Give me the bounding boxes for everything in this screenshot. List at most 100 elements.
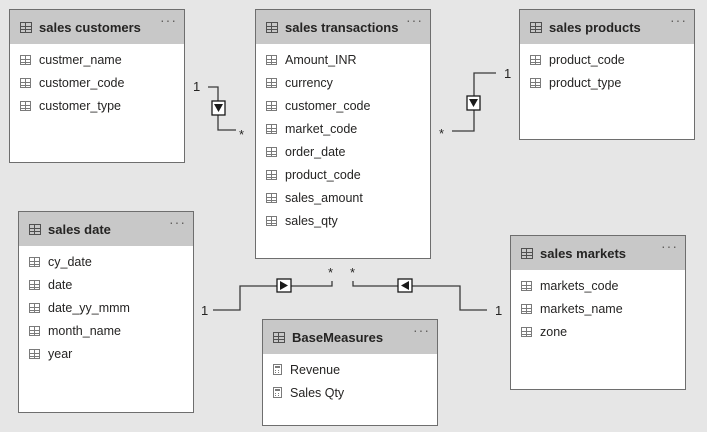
column-icon — [266, 77, 277, 88]
arrow-down-icon — [469, 99, 478, 107]
column-icon — [20, 100, 31, 111]
field-row[interactable]: custmer_name — [10, 48, 184, 71]
field-row[interactable]: sales_amount — [256, 186, 430, 209]
field-row[interactable]: sales_qty — [256, 209, 430, 232]
table-header[interactable]: sales customers ··· — [10, 10, 184, 44]
field-row[interactable]: market_code — [256, 117, 430, 140]
field-label: product_type — [549, 75, 622, 90]
table-card-sales-products[interactable]: sales products ··· product_code product_… — [519, 9, 695, 140]
cardinality-one-date: 1 — [201, 303, 209, 318]
field-label: customer_type — [39, 98, 121, 113]
more-options-icon[interactable]: ··· — [661, 238, 678, 254]
table-header[interactable]: sales markets ··· — [511, 236, 685, 270]
table-card-base-measures[interactable]: BaseMeasures ··· Revenue Sales Qty — [262, 319, 438, 426]
calculator-icon — [273, 364, 282, 375]
field-row[interactable]: month_name — [19, 319, 193, 342]
arrow-left-icon — [401, 281, 409, 290]
column-icon — [521, 280, 532, 291]
field-label: month_name — [48, 323, 121, 338]
table-card-sales-date[interactable]: sales date ··· cy_date date date_yy_mmm … — [18, 211, 194, 413]
table-icon — [266, 21, 278, 33]
field-label: sales_qty — [285, 213, 338, 228]
field-row[interactable]: product_code — [256, 163, 430, 186]
table-title: sales transactions — [285, 19, 399, 35]
table-header[interactable]: sales transactions ··· — [256, 10, 430, 44]
field-row[interactable]: zone — [511, 320, 685, 343]
relationship-markets-line — [352, 281, 487, 311]
field-label: custmer_name — [39, 52, 122, 67]
table-header[interactable]: BaseMeasures ··· — [263, 320, 437, 354]
table-header[interactable]: sales products ··· — [520, 10, 694, 44]
cardinality-one-markets: 1 — [495, 303, 503, 318]
field-label: product_code — [549, 52, 625, 67]
table-card-sales-markets[interactable]: sales markets ··· markets_code markets_n… — [510, 235, 686, 390]
arrow-right-icon — [280, 281, 288, 290]
more-options-icon[interactable]: ··· — [169, 214, 186, 230]
field-row[interactable]: cy_date — [19, 250, 193, 273]
field-row[interactable]: order_date — [256, 140, 430, 163]
column-icon — [20, 77, 31, 88]
column-icon — [29, 302, 40, 313]
field-label: sales_amount — [285, 190, 363, 205]
table-title: sales markets — [540, 245, 627, 261]
cardinality-many-date: * — [328, 265, 334, 280]
measure-label: Revenue — [290, 362, 341, 377]
cardinality-many-customers: * — [239, 127, 245, 142]
column-icon — [266, 54, 277, 65]
more-options-icon[interactable]: ··· — [160, 12, 177, 28]
table-title: sales customers — [39, 19, 141, 35]
column-icon — [530, 77, 541, 88]
field-label: markets_code — [540, 278, 619, 293]
field-label: currency — [285, 75, 333, 90]
column-icon — [266, 123, 277, 134]
calculator-icon — [273, 387, 282, 398]
column-icon — [521, 303, 532, 314]
cardinality-many-markets: * — [350, 265, 356, 280]
field-row[interactable]: Amount_INR — [256, 48, 430, 71]
column-icon — [521, 326, 532, 337]
field-label: year — [48, 346, 73, 361]
more-options-icon[interactable]: ··· — [406, 12, 423, 28]
field-row[interactable]: customer_code — [256, 94, 430, 117]
arrow-down-icon — [214, 104, 223, 112]
cardinality-one-products: 1 — [504, 66, 512, 81]
field-label: market_code — [285, 121, 358, 136]
measure-row[interactable]: Revenue — [263, 358, 437, 381]
more-options-icon[interactable]: ··· — [413, 322, 430, 338]
column-icon — [266, 169, 277, 180]
table-header[interactable]: sales date ··· — [19, 212, 193, 246]
field-label: zone — [540, 324, 568, 339]
column-icon — [266, 215, 277, 226]
field-row[interactable]: currency — [256, 71, 430, 94]
field-row[interactable]: date — [19, 273, 193, 296]
table-icon — [530, 21, 542, 33]
field-row[interactable]: customer_code — [10, 71, 184, 94]
table-title: sales date — [48, 221, 111, 237]
field-label: Amount_INR — [285, 52, 357, 67]
field-row[interactable]: product_code — [520, 48, 694, 71]
table-title: BaseMeasures — [292, 329, 384, 345]
column-icon — [20, 54, 31, 65]
field-label: customer_code — [285, 98, 371, 113]
table-card-sales-customers[interactable]: sales customers ··· custmer_name custome… — [9, 9, 185, 163]
field-row[interactable]: markets_code — [511, 274, 685, 297]
column-icon — [29, 256, 40, 267]
field-row[interactable]: year — [19, 342, 193, 365]
column-icon — [29, 325, 40, 336]
measure-row[interactable]: Sales Qty — [263, 381, 437, 404]
more-options-icon[interactable]: ··· — [670, 12, 687, 28]
table-icon — [521, 247, 533, 259]
field-row[interactable]: date_yy_mmm — [19, 296, 193, 319]
table-card-sales-transactions[interactable]: sales transactions ··· Amount_INR curren… — [255, 9, 431, 259]
field-label: cy_date — [48, 254, 92, 269]
field-row[interactable]: product_type — [520, 71, 694, 94]
field-label: date_yy_mmm — [48, 300, 130, 315]
field-row[interactable]: customer_type — [10, 94, 184, 117]
cardinality-many-products: * — [439, 126, 445, 141]
table-icon — [273, 331, 285, 343]
column-icon — [29, 348, 40, 359]
field-label: customer_code — [39, 75, 125, 90]
measure-label: Sales Qty — [290, 385, 345, 400]
field-row[interactable]: markets_name — [511, 297, 685, 320]
